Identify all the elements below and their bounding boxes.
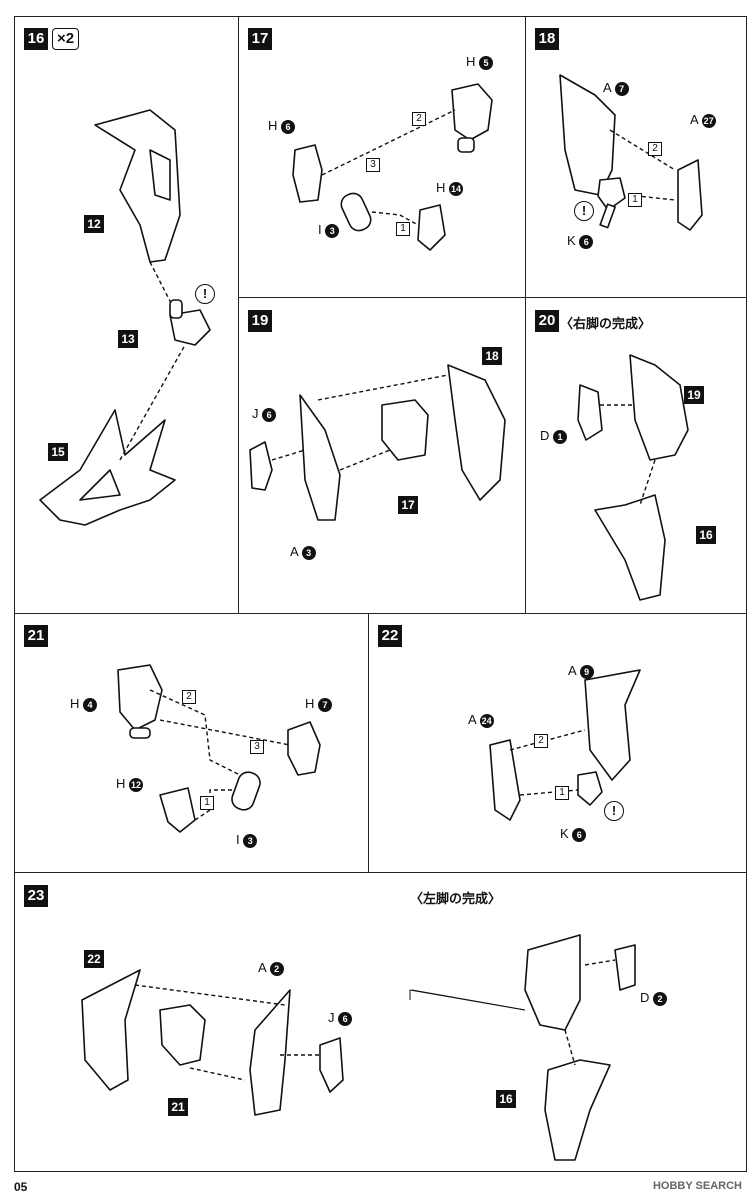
left-leg-upper-drawing [524, 934, 581, 1031]
caution-icon: ! [574, 201, 594, 221]
label-i3: I 3 [236, 832, 258, 848]
step-22-number: 22 [378, 625, 402, 647]
part-h12-drawing [159, 787, 196, 833]
step-21-number: 21 [24, 625, 48, 647]
label-i3: I 3 [318, 222, 340, 238]
ref-17: 17 [398, 496, 418, 514]
step-19-number: 19 [248, 310, 272, 332]
part-h7-drawing [287, 721, 321, 776]
label-h14: H 14 [436, 180, 464, 196]
ref-16: 16 [496, 1090, 516, 1108]
watermark: HOBBY SEARCH [652, 1180, 742, 1192]
ref-12: 12 [84, 215, 104, 233]
ref-21: 21 [168, 1098, 188, 1116]
part-h4-drawing [117, 664, 163, 731]
order-2: 2 [648, 142, 662, 156]
order-3: 3 [250, 740, 264, 754]
part-a9-drawing [584, 669, 641, 781]
label-h12: H 12 [116, 776, 144, 792]
label-a27: A 27 [690, 112, 716, 128]
step-18-number: 18 [535, 28, 559, 50]
label-d2: D 2 [640, 990, 668, 1006]
part-a24-drawing [489, 739, 521, 821]
part-d1-drawing [577, 384, 603, 441]
order-1: 1 [555, 786, 569, 800]
label-h5: H 5 [466, 54, 494, 70]
part-15-drawing [39, 409, 176, 526]
step-23-number: 23 [24, 885, 48, 907]
part-16-drawing [594, 494, 666, 601]
part-h5-drawing [451, 83, 493, 141]
label-k6: K 6 [567, 233, 594, 249]
order-2: 2 [182, 690, 196, 704]
step-16-number: 16 [24, 28, 48, 50]
page-number: 05 [14, 1180, 28, 1194]
order-2: 2 [534, 734, 548, 748]
label-j6: J 6 [328, 1010, 353, 1026]
part-j6b-drawing [319, 1037, 344, 1093]
label-a24: A 24 [468, 712, 494, 728]
label-j6: J 6 [252, 406, 277, 422]
left-leg-title: 〈左脚の完成〉 [410, 891, 502, 906]
part-18-drawing [447, 364, 506, 501]
label-a3: A 3 [290, 544, 316, 560]
step-17-panel [238, 16, 526, 298]
ref-13: 13 [118, 330, 138, 348]
part-d2-drawing [614, 944, 636, 991]
label-h6: H 6 [268, 118, 296, 134]
label-h7: H 7 [305, 696, 333, 712]
part-j6-drawing [249, 441, 273, 491]
ref-22: 22 [84, 950, 104, 968]
order-1: 1 [396, 222, 410, 236]
label-k6: K 6 [560, 826, 587, 842]
caution-icon: ! [604, 801, 624, 821]
label-h4: H 4 [70, 696, 98, 712]
order-3: 3 [366, 158, 380, 172]
ref-18: 18 [482, 347, 502, 365]
step-16-multiplier: ×2 [52, 28, 80, 50]
part-13-drawing [169, 309, 211, 346]
label-d1: D 1 [540, 428, 568, 444]
part-12-drawing [94, 109, 181, 263]
step-20-number: 20 [535, 310, 559, 332]
part-19-drawing [629, 354, 689, 461]
ref-15: 15 [48, 443, 68, 461]
step-17-number: 17 [248, 28, 272, 50]
order-2: 2 [412, 112, 426, 126]
part-17-drawing [381, 399, 429, 461]
ref-16: 16 [696, 526, 716, 544]
caution-icon: ! [195, 284, 215, 304]
part-21-drawing [159, 1004, 206, 1066]
order-1: 1 [200, 796, 214, 810]
ref-19: 19 [684, 386, 704, 404]
part-h14-drawing [417, 204, 446, 251]
step-23-panel [14, 872, 747, 1172]
left-leg-lower-drawing [544, 1059, 611, 1161]
part-h6-drawing [292, 144, 323, 203]
part-22-drawing [81, 969, 141, 1091]
step-20-title: 〈右脚の完成〉 [560, 316, 652, 331]
label-a9: A 9 [568, 663, 594, 679]
part-a3-drawing [299, 394, 341, 521]
part-a2-drawing [249, 989, 291, 1116]
label-a7: A 7 [603, 80, 629, 96]
label-a2: A 2 [258, 960, 284, 976]
order-1: 1 [628, 193, 642, 207]
step-22-panel [368, 613, 747, 873]
part-a27-drawing [677, 159, 703, 231]
